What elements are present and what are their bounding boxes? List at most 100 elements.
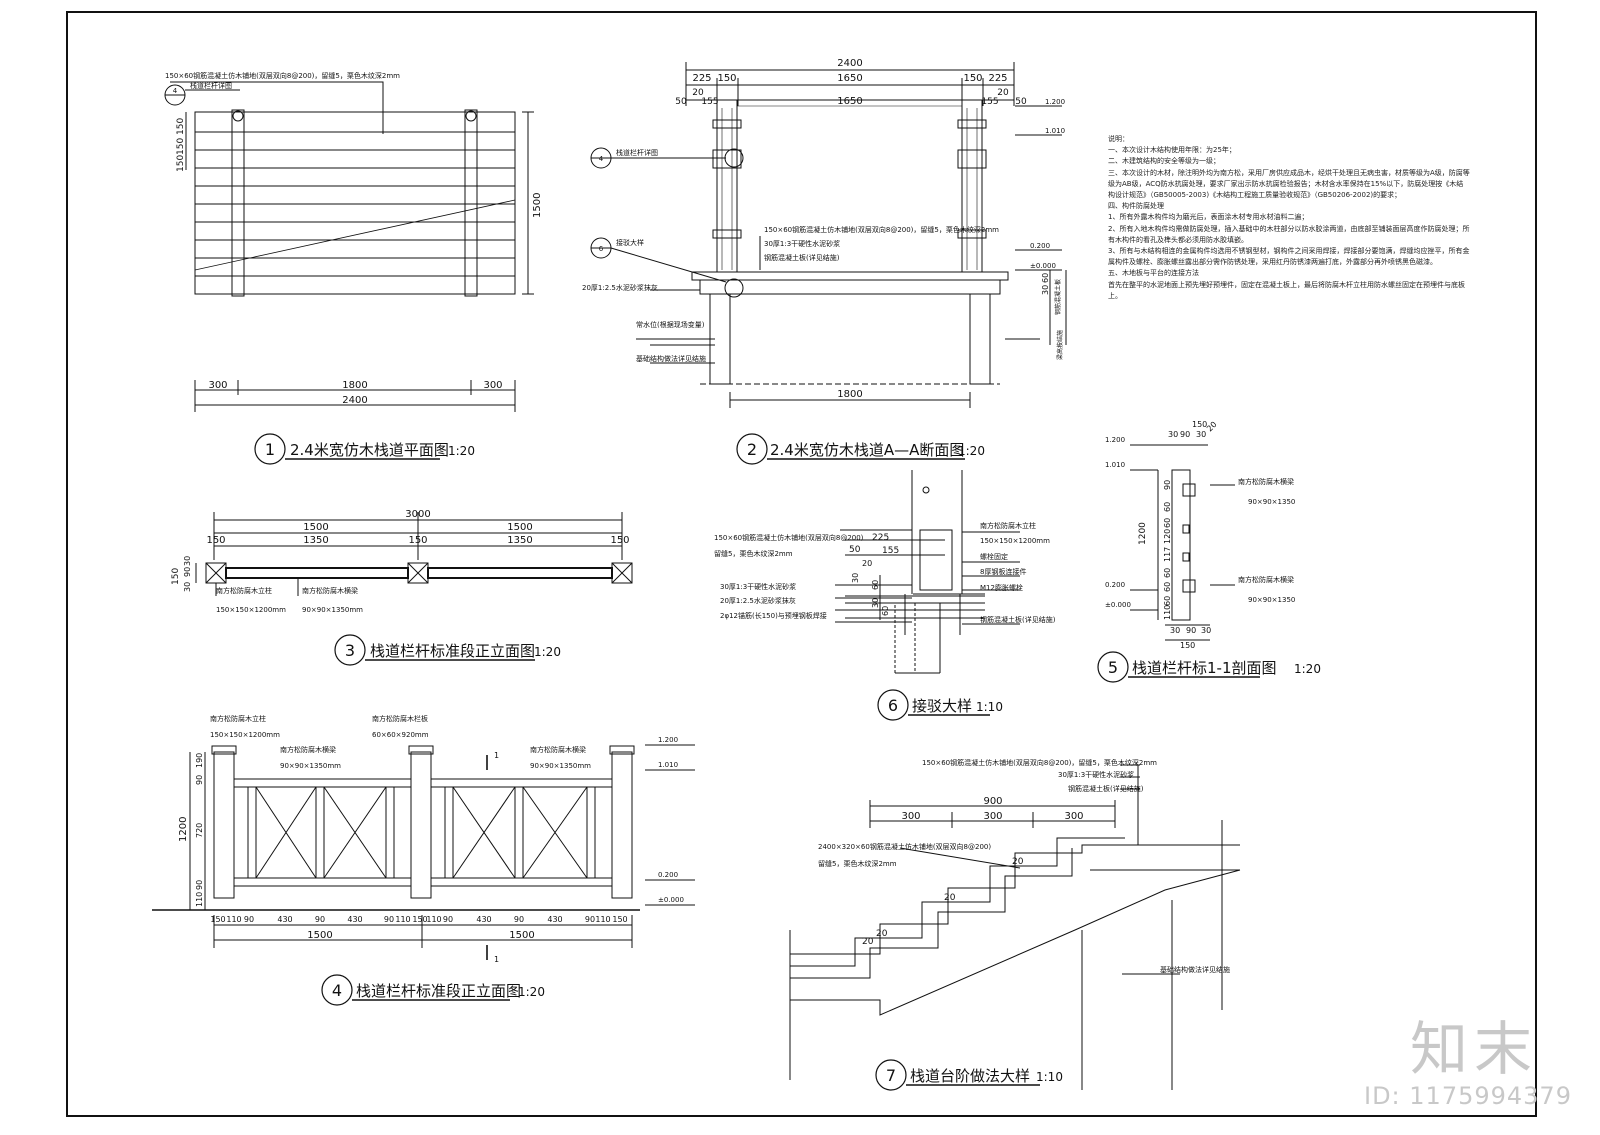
d1-dim-left: 150 [176, 118, 186, 135]
d5-b-2: 90 [1186, 626, 1196, 635]
d3-d150a: 150 [206, 535, 225, 546]
title-5-number: 5 [1108, 658, 1118, 677]
d2-note2: 30厚1:3干硬性水泥砂浆 [764, 239, 840, 248]
d5-r-4: 120 [1163, 529, 1172, 544]
d2-callout4-label: 栈道栏杆详图 [616, 148, 658, 157]
d7-note1: 150×60钢筋混凝土仿木铺地(双层双向8@200)，留缝5，栗色木纹深2mm [922, 758, 1157, 767]
d5-r-8: 60 [1163, 596, 1172, 606]
d1-dim-right: 1500 [532, 193, 543, 218]
d5-r-2: 60 [1163, 502, 1172, 512]
d6-dim-4: 20 [862, 559, 872, 568]
d4-lvl-1010: 1.010 [658, 761, 678, 769]
d5-lvl-1200: 1.200 [1105, 436, 1125, 444]
d6-r4: M12膨胀螺栓 [980, 583, 1023, 592]
note-line: 四、构件防腐处理 [1108, 202, 1164, 211]
d2-callout6-num: 6 [599, 245, 604, 253]
d2-r2-g: 50 [1015, 97, 1027, 107]
d6-dim-3: 155 [882, 546, 899, 556]
d5-label1-size: 90×90×1350 [1248, 498, 1295, 506]
d4-label-beam: 南方松防腐木横梁 [280, 745, 336, 754]
d4-label-rail: 南方松防腐木栏板 [372, 714, 428, 723]
d7-tread-note: 2400×320×60钢筋混凝土仿木铺地(双层双向8@200) [818, 842, 991, 851]
title-3-scale: 1:20 [534, 645, 561, 659]
d4-left-dim-3: 720 [195, 823, 204, 838]
d7-note3: 钢筋混凝土板(详见结施) [1068, 784, 1144, 793]
d2-callout4-num: 4 [599, 155, 604, 163]
d4-label-beam-size-2: 90×90×1350mm [530, 762, 591, 770]
d6-r5: 钢筋混凝土板(详见结施) [980, 615, 1056, 624]
title-7-scale: 1:10 [1036, 1070, 1063, 1084]
d4-left-total: 1200 [178, 817, 189, 842]
note-line: 3、所有与木结构相连的金属构件均选用不锈钢型材，钢构件之间采用焊接，焊接部分要饱… [1108, 247, 1470, 267]
d4-label-beam-size: 90×90×1350mm [280, 762, 341, 770]
d4-b-6: 430 [347, 915, 362, 924]
d5-label1: 南方松防腐木横梁 [1238, 477, 1294, 486]
title-5-text: 栈道栏杆标1-1剖面图 [1132, 659, 1277, 677]
d6-dimv-1: 30 [851, 573, 860, 583]
title-6-number: 6 [888, 696, 898, 715]
d2-r2-c: 155 [701, 97, 718, 107]
d3-d1350b: 1350 [507, 535, 532, 546]
note-line: 二、木建筑结构的安全等级为一级； [1108, 157, 1220, 166]
d1-dim-left2: 150 [176, 138, 186, 155]
d4-b-13: 90 [514, 915, 524, 924]
d4-label-rail-size: 60×60×920mm [372, 731, 429, 739]
d4-bottom-a: 1500 [307, 930, 332, 941]
d5-left-total: 1200 [1138, 522, 1148, 545]
note-line: 首先在整平的水泥地面上预先埋好预埋件，固定在混凝土板上，最后将防腐木杆立柱用防水… [1108, 280, 1465, 300]
d6-note4: 2φ12锚筋(长150)与预埋钢板焊接 [720, 611, 827, 620]
title-3-text: 栈道栏杆标准段正立面图 [370, 642, 535, 660]
drawing-4-railing-elevation [152, 744, 695, 1006]
d3-dim-left-a: 150 [171, 568, 181, 585]
d4-label-beam-2: 南方松防腐木横梁 [530, 745, 586, 754]
title-2-number: 2 [747, 440, 757, 459]
drawing-6-connection [835, 470, 1020, 721]
d1-leader-note: 150×60钢筋混凝土仿木铺地(双层双向8@200)，留缝5，栗色木纹深2mm [165, 71, 400, 80]
d2-r1-c: 1650 [837, 73, 862, 84]
d4-b-5: 90 [315, 915, 325, 924]
d4-b-9: 150 [412, 915, 427, 924]
d6-dimv-3: 30 [871, 598, 880, 608]
d7-note2: 30厚1:3干硬性水泥砂浆 [1058, 770, 1134, 779]
d7-d20-2: 20 [944, 893, 956, 903]
d4-b-10: 110 [426, 915, 441, 924]
d4-b-12: 430 [476, 915, 491, 924]
note-line: 2、所有入地木构件均需做防腐处理，插入基础中的木柱部分以防水胶涂两道，由底部至铺… [1108, 224, 1470, 244]
d5-r-7: 60 [1163, 582, 1172, 592]
d2-lvl-0000: ±0.000 [1030, 262, 1056, 270]
d3-label-post-size: 150×150×1200mm [216, 606, 286, 614]
note-line: 1、所有外露木构件均为磨光后，表面涂木材专用水材油料二遍； [1108, 213, 1309, 222]
d2-lvl-1200: 1.200 [1045, 98, 1065, 106]
note-line: 三、本次设计的木材，除注明外均为南方松，采用厂房供应成品木，经烘干处理且无病虫害… [1108, 168, 1470, 200]
brand-id: ID: 1175994379 [1364, 1082, 1572, 1110]
d4-left-dim-1: 190 [195, 753, 204, 768]
d6-r1: 南方松防腐木立柱 [980, 521, 1036, 530]
d5-label2: 南方松防腐木横梁 [1238, 575, 1294, 584]
d2-note5: 常水位(根据现场变量) [636, 320, 705, 329]
d2-note1: 150×60钢筋混凝土仿木铺地(双层双向8@200)，留缝5，栗色木纹深2mm [764, 225, 999, 234]
d5-top-1: 150 [1192, 420, 1207, 429]
d3-label-beam: 南方松防腐木横梁 [302, 586, 358, 595]
title-1-text: 2.4米宽仿木栈道平面图 [290, 441, 449, 459]
drawing-5-railing-section [1097, 444, 1260, 683]
d4-b-8: 110 [395, 915, 410, 924]
d4-label-post-size: 150×150×1200mm [210, 731, 280, 739]
d6-note2: 30厚1:3干硬性水泥砂浆 [720, 582, 796, 591]
d3-d150c: 150 [610, 535, 629, 546]
drawing-1-plan [164, 81, 534, 465]
d5-r-9: 110 [1163, 605, 1172, 620]
d1-callout-label: 栈道栏杆详图 [190, 81, 232, 90]
d4-left-dim-2: 90 [195, 775, 204, 785]
title-1-scale: 1:20 [448, 444, 475, 458]
d4-b-16: 110 [595, 915, 610, 924]
d5-top-4: 30 [1196, 430, 1206, 439]
d4-b-7: 90 [384, 915, 394, 924]
title-4-text: 栈道栏杆标准段正立面图 [356, 982, 521, 1000]
d7-tread-note2: 留缝5，栗色木纹深2mm [818, 859, 897, 868]
title-6-scale: 1:10 [976, 700, 1003, 714]
title-2-scale: 1:20 [958, 444, 985, 458]
d1-dim-left3: 150 [176, 155, 186, 172]
d2-callout6-label: 接驳大样 [616, 238, 644, 247]
title-2-text: 2.4米宽仿木栈道A—A断面图 [770, 441, 964, 459]
